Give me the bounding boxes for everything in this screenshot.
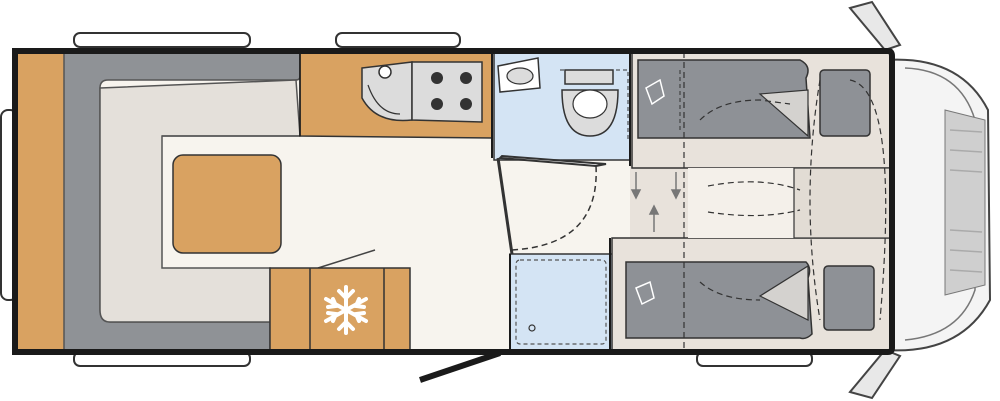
hob-icon [411, 61, 483, 123]
toilet-room [493, 51, 631, 161]
snowflake-icon [324, 285, 368, 335]
pillow [823, 265, 875, 331]
step-arrows [630, 172, 682, 232]
bathroom-door [496, 154, 607, 255]
toilet-icon [561, 69, 619, 137]
rear-storage [16, 52, 64, 352]
dinette-table [172, 154, 282, 254]
table-edge-mark [317, 249, 376, 269]
rear-lounge [63, 51, 301, 353]
walls [12, 48, 895, 355]
entrance-door [419, 350, 501, 383]
center-step [793, 167, 891, 239]
sink-icon [361, 61, 413, 122]
shower [509, 253, 615, 353]
sink-icon [506, 67, 534, 85]
driver-cab [848, 0, 992, 400]
kitchen [299, 51, 493, 139]
fridge [269, 267, 411, 353]
pillow [819, 69, 871, 137]
drop-down-bed-outline [683, 52, 887, 352]
single-bed-right [611, 237, 891, 353]
drain-icon [528, 324, 536, 332]
single-bed-left [631, 51, 891, 169]
